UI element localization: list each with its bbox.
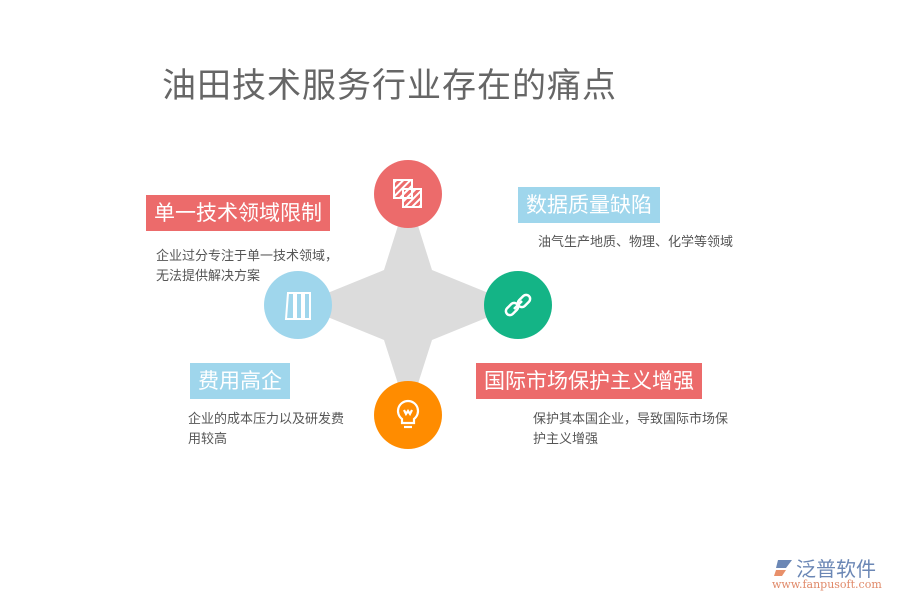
label-single-tech: 单一技术领域限制 [146,195,330,231]
desc-line: 无法提供解决方案 [156,269,261,284]
logo-name: 泛普软件 [796,557,876,581]
logo-url: www.fanpusoft.com [772,578,882,591]
label-protectionism: 国际市场保护主义增强 [476,363,702,399]
label-data-quality: 数据质量缺陷 [518,187,660,223]
desc-high-cost: 企业的成本压力以及研发费用较高 [188,410,344,450]
desc-line: 保护其本国企业，导致国际市场保 [533,412,729,427]
link-icon [484,271,552,339]
desc-line: 护主义增强 [533,432,599,447]
desc-protectionism: 保护其本国企业，导致国际市场保护主义增强 [533,410,728,450]
desc-line: 企业过分专注于单一技术领域， [156,249,339,264]
logo-icon [774,559,792,576]
layers-icon [374,160,442,228]
desc-line: 用较高 [188,432,228,447]
desc-line: 企业的成本压力以及研发费 [188,412,345,427]
lightbulb-icon [374,381,442,449]
label-high-cost: 费用高企 [190,363,290,399]
desc-data-quality: 油气生产地质、物理、化学等领域 [538,235,734,250]
books-icon [264,271,332,339]
page-title: 油田技术服务行业存在的痛点 [162,66,617,106]
desc-single-tech: 企业过分专注于单一技术领域， 无法提供解决方案 [156,247,338,287]
logo: 泛普软件 [772,553,876,582]
